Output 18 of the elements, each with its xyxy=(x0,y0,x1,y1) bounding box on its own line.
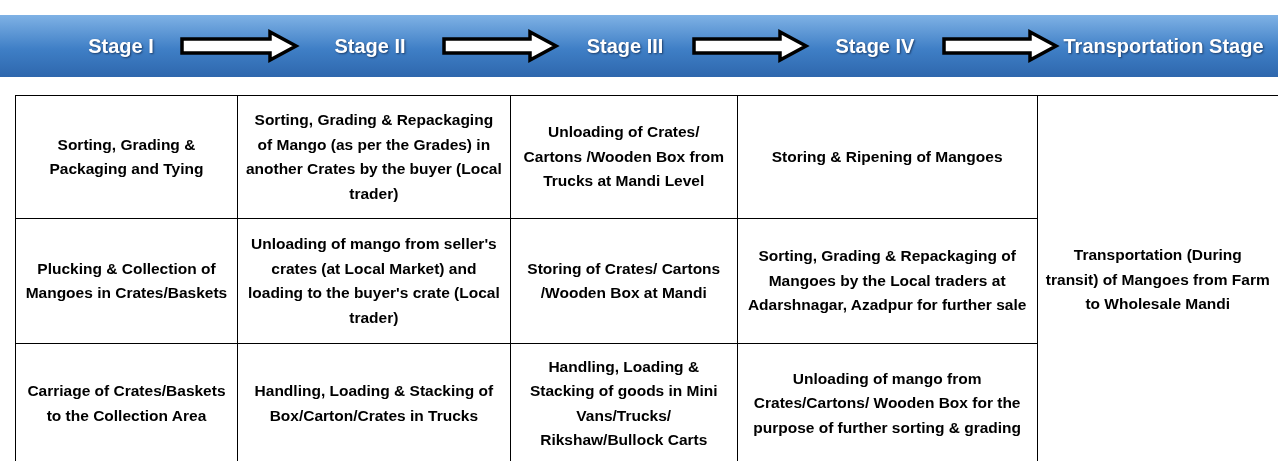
table-cell: Plucking & Collection of Mangoes in Crates/Baskets xyxy=(15,218,238,344)
table-cell: Sorting, Grading & Packaging and Tying xyxy=(15,95,238,219)
block-arrow xyxy=(692,29,810,63)
table-cell: Carriage of Crates/Baskets to the Collection Area xyxy=(15,343,238,461)
block-arrow xyxy=(442,29,560,63)
stage-heading: Stage II xyxy=(334,34,406,58)
table-cell: Storing of Crates/ Cartons /Wooden Box at Mandi xyxy=(510,218,738,344)
stage-heading: Stage III xyxy=(586,34,664,58)
table-cell: Unloading of mango from seller's crates (at Local Market) and loading to the buyer's crate (Local trader) xyxy=(237,218,511,344)
block-arrow xyxy=(942,29,1060,63)
stage-heading: Stage I xyxy=(88,34,154,58)
stage-heading: Transportation Stage xyxy=(1063,34,1264,58)
table-cell: Sorting, Grading & Repackaging of Mango (as per the Grades) in another Crates by the buyer (Local trader) xyxy=(237,95,511,219)
stage-heading: Stage IV xyxy=(835,34,915,58)
table-cell: Storing & Ripening of Mangoes xyxy=(737,95,1038,219)
table-cell: Transportation (During transit) of Mangoes from Farm to Wholesale Mandi xyxy=(1037,95,1278,461)
table-cell: Unloading of Crates/ Cartons /Wooden Box from Trucks at Mandi Level xyxy=(510,95,738,219)
block-arrow xyxy=(180,29,300,63)
